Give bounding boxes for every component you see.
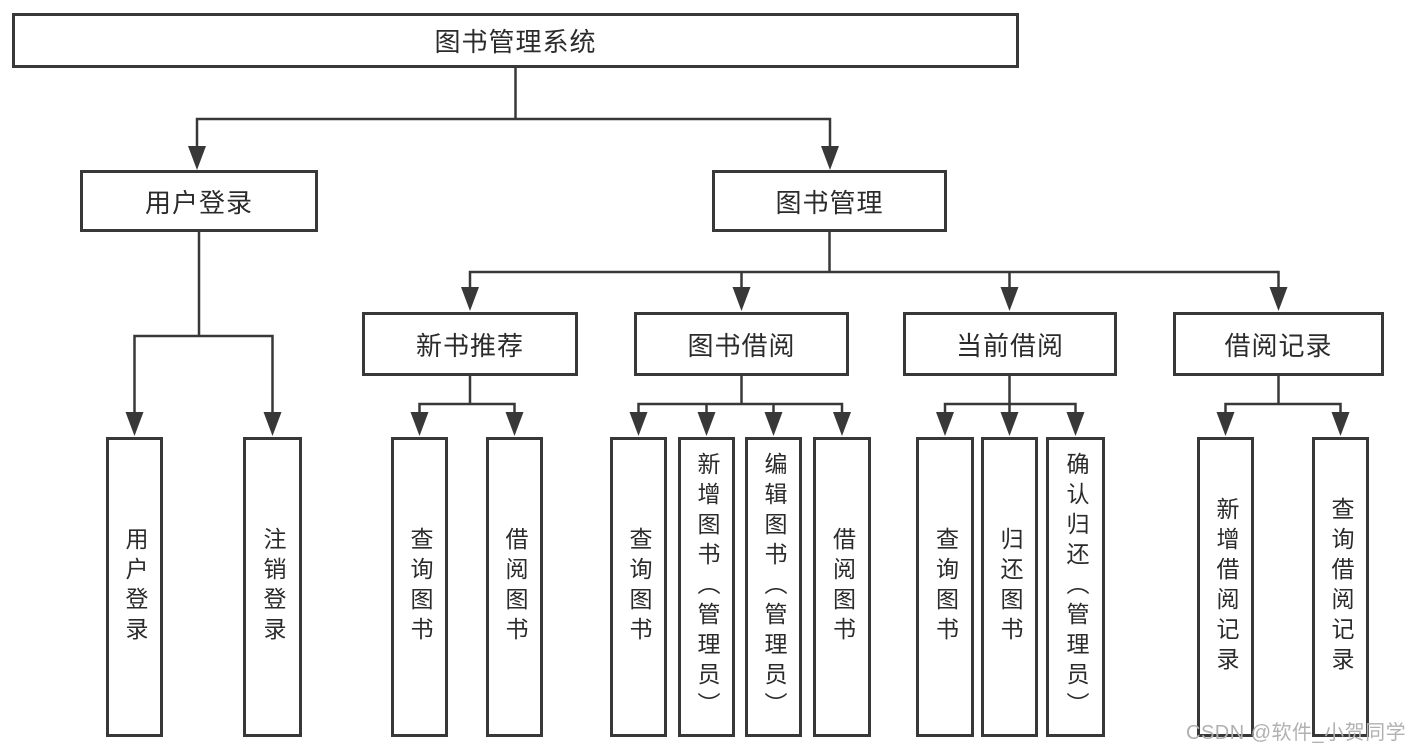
node-label: 新增图书（管理员）	[694, 452, 720, 722]
node-add-books-admin: 新增图书（管理员）	[678, 437, 735, 737]
node-borrow-books-under-borrowing: 借阅图书	[813, 437, 871, 737]
connector-borrowing-to-leaves	[629, 376, 851, 436]
node-logout-leaf: 注销登录	[243, 437, 302, 737]
node-confirm-return-admin: 确认归还（管理员）	[1046, 437, 1105, 737]
node-label: 用户登录	[122, 527, 148, 647]
node-label: 查询图书	[407, 527, 433, 647]
csdn-watermark: CSDN @软件_小贺同学	[1186, 722, 1405, 744]
connector-current-to-leaves	[936, 376, 1085, 436]
node-label: 编辑图书（管理员）	[761, 452, 787, 722]
node-return-books: 归还图书	[981, 437, 1038, 737]
node-book-borrowing: 图书借阅	[634, 312, 849, 376]
connector-root-to-level2	[188, 68, 839, 170]
node-new-book-recommendation: 新书推荐	[362, 312, 578, 376]
node-label: 查询图书	[932, 527, 959, 647]
node-query-books-under-current: 查询图书	[916, 437, 974, 737]
node-edit-books-admin: 编辑图书（管理员）	[745, 437, 802, 737]
node-label: 查询借阅记录	[1328, 497, 1354, 677]
node-label: 新书推荐	[415, 330, 524, 361]
node-book-management-branch: 图书管理	[712, 170, 947, 232]
node-label: 当前借阅	[955, 330, 1064, 361]
node-add-borrow-record: 新增借阅记录	[1197, 437, 1254, 737]
connector-bookmgmt-to-level3	[461, 232, 1288, 311]
node-label: 借阅图书	[829, 527, 856, 647]
node-query-books-under-recommendation: 查询图书	[391, 437, 448, 737]
node-current-borrowing: 当前借阅	[903, 312, 1117, 376]
node-label: 归还图书	[997, 527, 1023, 647]
node-label: 查询图书	[626, 527, 652, 647]
node-library-management-system: 图书管理系统	[12, 13, 1019, 68]
node-label: 图书管理	[775, 187, 884, 218]
node-query-books-under-borrowing: 查询图书	[610, 437, 667, 737]
connector-records-to-leaves	[1216, 376, 1350, 436]
node-borrow-books-under-recommendation: 借阅图书	[486, 437, 543, 737]
node-label: 图书借阅	[687, 330, 796, 361]
node-borrowing-records: 借阅记录	[1173, 312, 1384, 376]
connector-newbook-to-leaves	[410, 376, 524, 436]
node-user-login-branch: 用户登录	[80, 170, 318, 232]
node-label: 借阅记录	[1224, 330, 1333, 361]
connector-userlogin-to-leaves	[125, 232, 282, 436]
node-label: 确认归还（管理员）	[1063, 452, 1089, 722]
node-label: 用户登录	[144, 187, 253, 218]
node-label: 图书管理系统	[434, 27, 597, 57]
node-label: 借阅图书	[502, 527, 528, 647]
node-query-borrow-record: 查询借阅记录	[1312, 437, 1369, 737]
node-label: 注销登录	[260, 527, 286, 647]
node-user-login-leaf: 用户登录	[106, 437, 163, 737]
node-label: 新增借阅记录	[1213, 497, 1239, 677]
